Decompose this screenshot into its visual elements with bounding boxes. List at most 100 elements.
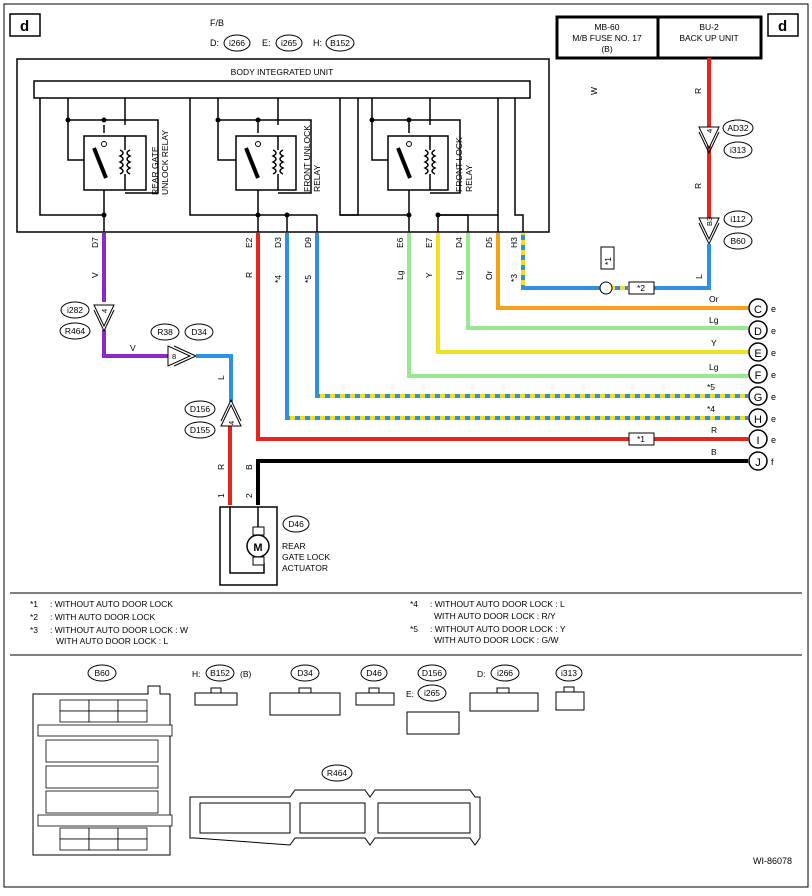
svg-text:*1: *1 [637,434,645,444]
wire-h3-dashed [521,233,600,290]
svg-text:*4: *4 [410,599,418,609]
svg-text:e: e [771,326,776,336]
svg-text:E: E [754,348,761,360]
wire-blue-d156 [196,354,233,402]
svg-text:D5: D5 [484,237,494,248]
svg-text:i266: i266 [229,38,245,48]
fuse-box: MB-60 M/B FUSE NO. 17 (B) BU-2 BACK UP U… [555,15,763,60]
wire-label-b: B [244,464,254,470]
svg-text:e: e [771,370,776,380]
svg-text:*1: *1 [603,257,613,265]
actuator-label-3: ACTUATOR [282,563,328,573]
wire-label-r3: R [216,464,226,470]
svg-text:: WITHOUT AUTO DOOR LOCK : L: : WITHOUT AUTO DOOR LOCK : L [430,599,565,609]
svg-text:Lg: Lg [709,315,719,325]
svg-text:MB-60: MB-60 [594,22,619,32]
figure-id: WI-86078 [753,856,792,866]
svg-text:BU-2: BU-2 [699,22,719,32]
actuator-label-2: GATE LOCK [282,552,330,562]
wire-red-i [256,233,748,441]
svg-text:e: e [771,414,776,424]
svg-text:B152: B152 [210,668,230,678]
wire-black-j [256,459,748,505]
svg-text:e: e [771,304,776,314]
connector-i282-label: i282 [60,301,90,319]
svg-text:WITH AUTO DOOR LOCK : G/W: WITH AUTO DOOR LOCK : G/W [434,635,559,645]
svg-text:D34: D34 [297,668,313,678]
connector-i313-label: i313 [723,141,753,159]
svg-text:: WITHOUT AUTO DOOR LOCK : W: : WITHOUT AUTO DOOR LOCK : W [50,625,188,635]
wire-dashed-h [285,233,748,420]
svg-text:D34: D34 [191,327,207,337]
svg-text:(B): (B) [240,669,252,679]
svg-text:M/B FUSE NO. 17: M/B FUSE NO. 17 [572,33,642,43]
svg-text:*2: *2 [30,612,38,622]
header-conn-b152: B152 [325,34,355,52]
connector-ad32-label: AD32 [722,119,754,137]
header-d-prefix: D: [210,38,219,48]
wire-label-w: W [589,87,599,95]
svg-text:D155: D155 [190,425,211,435]
svg-text:e: e [771,392,776,402]
svg-text:H: H [754,414,762,426]
svg-text:B152: B152 [330,38,350,48]
svg-text:*4: *4 [273,275,283,283]
svg-text:4: 4 [227,421,236,425]
connector-d156-chevron: 4 [220,398,242,427]
svg-text:i112: i112 [730,214,746,224]
connector-r38-label: R38 [150,323,180,341]
svg-text:D4: D4 [454,237,464,248]
svg-text:d: d [20,18,29,35]
svg-text:B3: B3 [705,217,714,226]
connector-view-b60: B60 [32,664,173,856]
svg-text:R464: R464 [327,768,348,778]
svg-text:I: I [756,435,759,447]
svg-text:: WITHOUT AUTO DOOR LOCK: : WITHOUT AUTO DOOR LOCK [50,599,173,609]
wire-lg-f [407,233,748,378]
svg-text:D46: D46 [288,519,304,529]
svg-text:Or: Or [484,270,494,280]
svg-text:D7: D7 [90,237,100,248]
connector-d155-label: D155 [184,421,216,439]
svg-text:FRONT UNLOCK: FRONT UNLOCK [302,125,312,192]
svg-text:RELAY: RELAY [312,164,322,192]
svg-text:Or: Or [709,294,719,304]
relay-rear-gate-unlock: REAR GATE UNLOCK RELAY [83,130,170,195]
biu-internal-wiring [39,98,524,232]
page-frame [3,3,809,888]
wire-label-v2: V [130,343,136,353]
svg-text:i313: i313 [730,145,746,155]
svg-text:REAR GATE: REAR GATE [150,146,160,195]
svg-text:i282: i282 [67,305,83,315]
connector-i112-chevron: B3 [698,217,720,246]
svg-text:H3: H3 [509,237,519,248]
connector-view-i313: i313 [555,664,585,711]
header-h-prefix: H: [313,38,322,48]
connector-view-d34: D34 [269,664,341,716]
connector-d34-label: D34 [184,323,214,341]
svg-text:R: R [244,272,254,278]
svg-text:FRONT LOCK: FRONT LOCK [454,137,464,192]
svg-text:WITH AUTO DOOR LOCK : L: WITH AUTO DOOR LOCK : L [56,636,169,646]
header-conn-i265: i265 [275,34,303,52]
svg-text:i313: i313 [561,668,577,678]
svg-text:RELAY: RELAY [464,164,474,192]
wire-yellow-e [436,233,748,354]
wire-label-r1: R [693,88,703,94]
corner-label-right: d [767,13,799,37]
svg-text:D156: D156 [190,404,211,414]
svg-text:D: D [754,326,762,338]
connector-r38-chevron: 8 [167,345,198,367]
connector-view-i266: D: i266 [469,664,539,712]
svg-text:R38: R38 [157,327,173,337]
svg-text:e: e [771,435,776,445]
connector-view-b152: H: B152 (B) [192,664,252,706]
connector-b60-label: B60 [723,232,753,250]
relay-front-unlock: FRONT UNLOCK RELAY [235,125,322,192]
